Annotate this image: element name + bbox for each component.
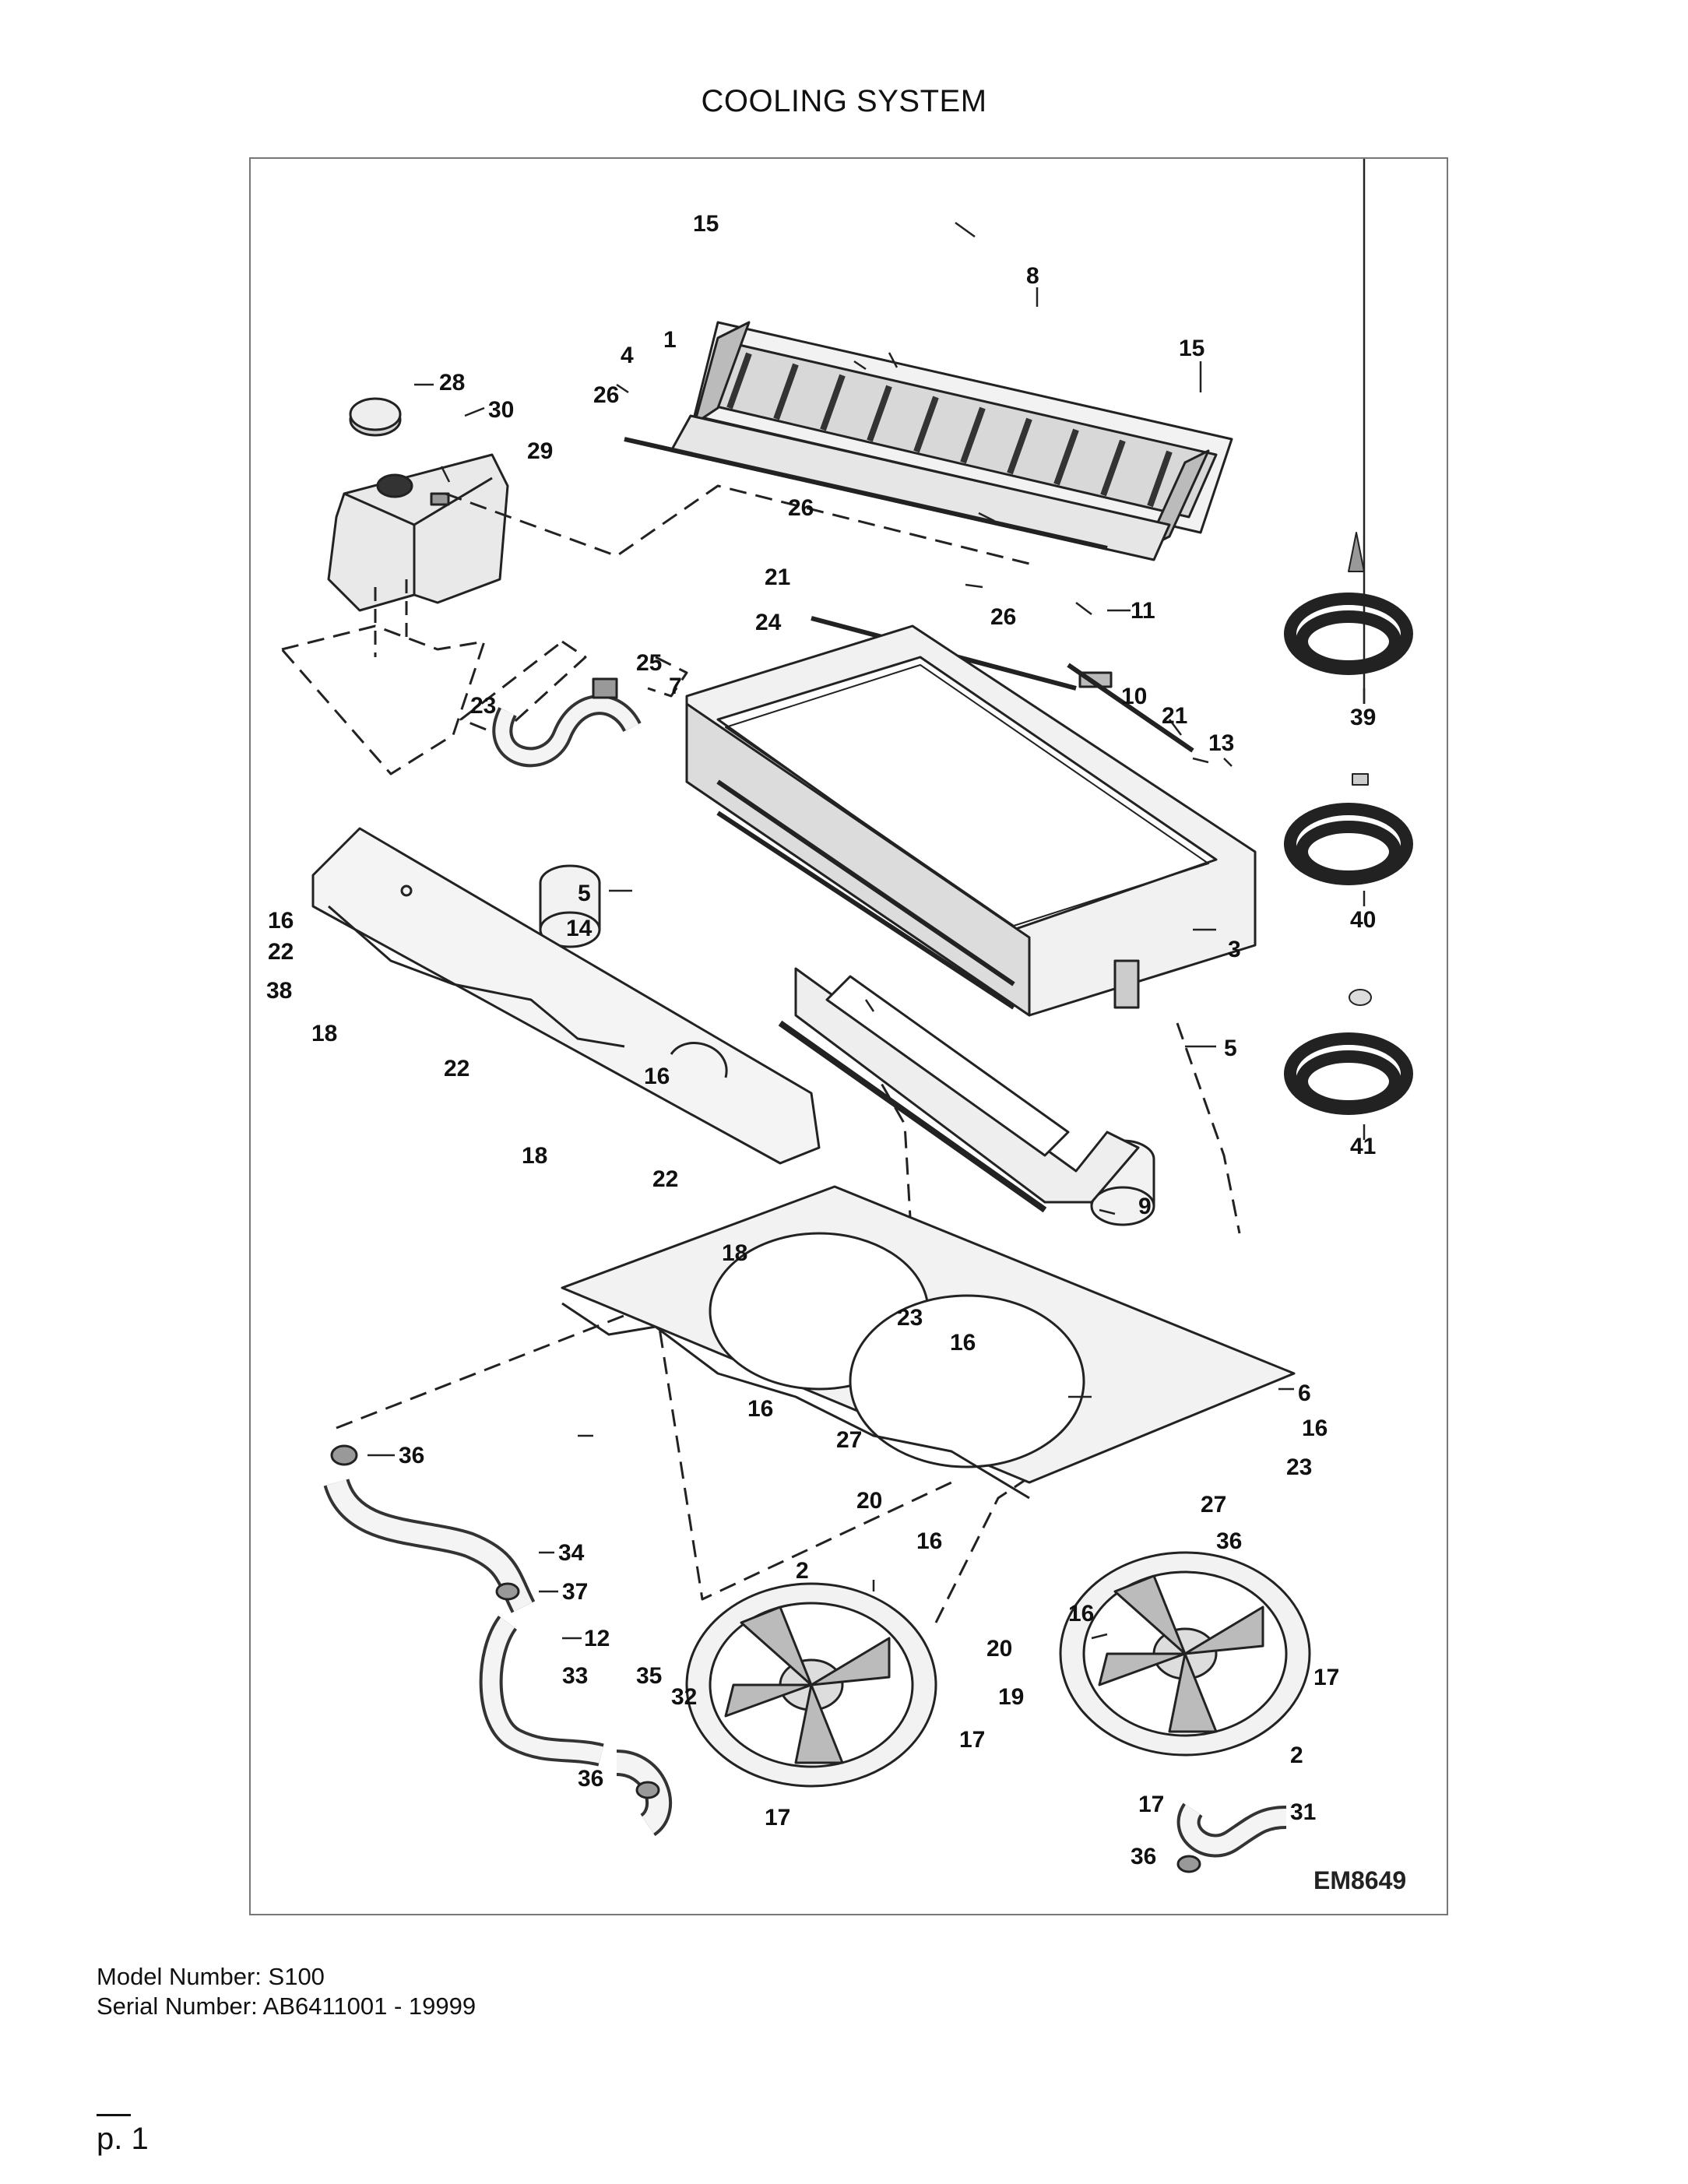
callout-3: 3 [1228, 937, 1241, 962]
top-grille-assembly [624, 321, 1233, 691]
callout-6: 6 [1298, 1380, 1311, 1406]
callout-34: 34 [558, 1540, 585, 1566]
callout-35: 35 [636, 1663, 662, 1689]
callout-18b: 18 [522, 1143, 547, 1169]
callout-14: 14 [566, 916, 593, 941]
callout-17b: 17 [959, 1727, 985, 1753]
callout-17c: 17 [1138, 1792, 1164, 1817]
callout-23c: 23 [1286, 1454, 1312, 1480]
callout-41: 41 [1350, 1134, 1376, 1159]
callout-27: 27 [836, 1427, 862, 1453]
callout-37: 37 [562, 1579, 588, 1605]
callout-22: 22 [268, 939, 294, 965]
callout-18c: 18 [722, 1240, 747, 1266]
radiator [685, 624, 1257, 1017]
callout-20b: 20 [986, 1636, 1012, 1662]
callout-9: 9 [1138, 1194, 1152, 1219]
callout-22c: 22 [652, 1166, 678, 1192]
callout-2b: 2 [1290, 1743, 1303, 1768]
callout-25: 25 [636, 650, 662, 676]
callout-23: 23 [470, 693, 496, 719]
exploded-parts-diagram: 15 8 15 1 4 26 28 30 29 26 21 26 11 24 2… [249, 157, 1448, 1915]
callout-22b: 22 [444, 1056, 469, 1081]
callout-18: 18 [311, 1021, 337, 1046]
lower-hoses [323, 1444, 1287, 1873]
callout-16d: 16 [747, 1396, 773, 1422]
callout-38: 38 [266, 978, 292, 1004]
bracket-14 [311, 827, 821, 1165]
coolant-reservoir [327, 397, 509, 657]
fan-left [685, 1582, 937, 1788]
callout-32: 32 [671, 1684, 697, 1710]
callout-36d: 36 [1131, 1844, 1156, 1869]
callout-4: 4 [621, 343, 634, 368]
callout-33: 33 [562, 1663, 588, 1689]
callout-16e: 16 [1302, 1416, 1328, 1441]
callout-36c: 36 [578, 1766, 603, 1792]
page-title: COOLING SYSTEM [701, 84, 987, 118]
callout-12: 12 [584, 1626, 610, 1651]
callout-16f: 16 [916, 1528, 942, 1554]
callout-7: 7 [669, 673, 682, 699]
fan-shroud [561, 1185, 1296, 1500]
page-number: p. 1 [97, 2122, 149, 2156]
page-rule [97, 2114, 131, 2116]
callout-10: 10 [1121, 684, 1147, 709]
callout-21b: 21 [1162, 703, 1187, 729]
model-info: Model Number: S100 Serial Number: AB6411… [97, 1962, 476, 2021]
callout-29: 29 [527, 438, 553, 464]
callout-26: 26 [593, 382, 619, 408]
fan-right [1059, 1551, 1311, 1757]
callout-1: 1 [663, 327, 677, 353]
coiled-hoses [1284, 593, 1413, 1115]
callout-24: 24 [755, 610, 782, 635]
callout-11: 11 [1131, 598, 1155, 624]
callout-28: 28 [439, 370, 465, 396]
callout-2: 2 [796, 1558, 809, 1584]
callout-26c: 26 [990, 604, 1016, 630]
callout-27b: 27 [1201, 1492, 1226, 1518]
callout-16: 16 [268, 908, 294, 934]
callout-16b: 16 [644, 1064, 670, 1089]
callout-40: 40 [1350, 907, 1376, 933]
callout-36: 36 [399, 1443, 424, 1468]
callout-15b: 15 [1179, 336, 1204, 361]
hose-7 [492, 677, 642, 768]
callout-16c: 16 [950, 1330, 976, 1356]
callout-8: 8 [1026, 263, 1039, 289]
callout-16g: 16 [1068, 1601, 1094, 1627]
callout-20: 20 [856, 1488, 882, 1514]
callout-5b: 5 [1224, 1036, 1237, 1061]
callout-19: 19 [998, 1684, 1024, 1710]
callout-39: 39 [1350, 705, 1376, 730]
callout-21: 21 [765, 564, 790, 590]
callout-13: 13 [1208, 730, 1234, 756]
oil-cooler [778, 967, 1140, 1213]
callout-26b: 26 [788, 495, 814, 521]
callout-17: 17 [1313, 1665, 1339, 1690]
callout-30: 30 [488, 397, 514, 423]
model-number: Model Number: S100 [97, 1963, 325, 1990]
callout-23b: 23 [897, 1305, 923, 1331]
callout-31: 31 [1290, 1799, 1316, 1825]
diagram-code: EM8649 [1313, 1866, 1406, 1894]
callout-5: 5 [578, 881, 591, 906]
serial-number: Serial Number: AB6411001 - 19999 [97, 1992, 477, 2020]
callout-15: 15 [693, 211, 719, 237]
callout-17d: 17 [765, 1805, 790, 1831]
callout-36b: 36 [1216, 1528, 1242, 1554]
